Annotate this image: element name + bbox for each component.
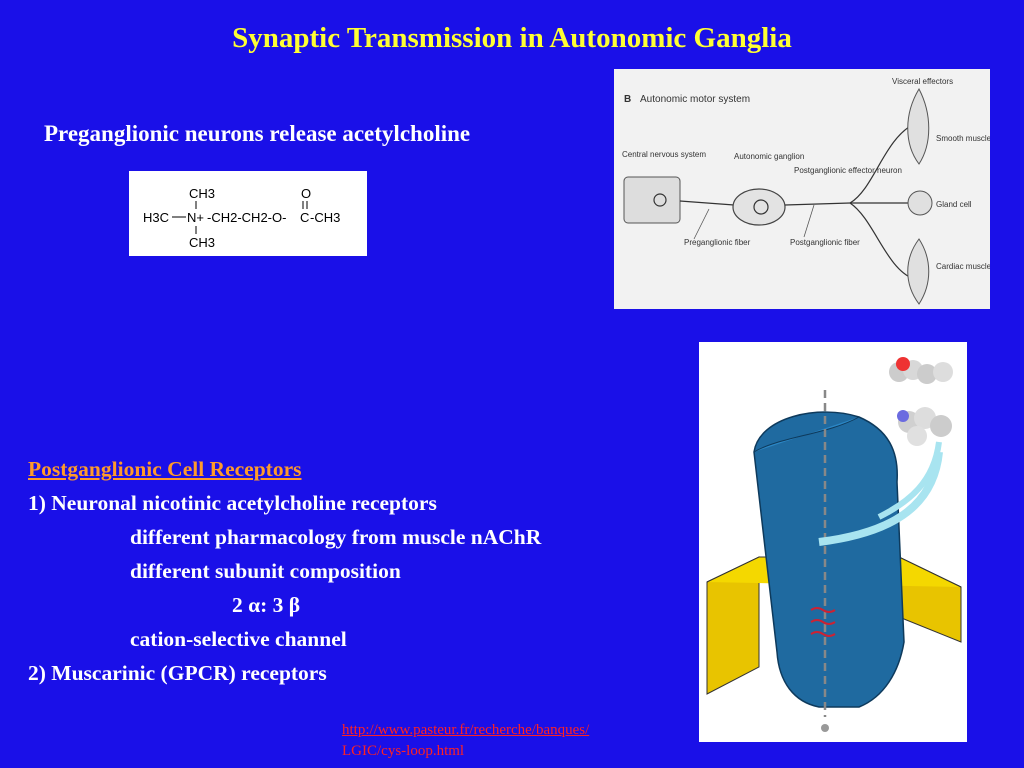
ganglion-neuron-icon [753,199,769,215]
diagram-postganglionic-neuron-label: Postganglionic effector neuron [794,166,902,175]
diagram-ganglion-label: Autonomic ganglion [734,152,804,161]
autonomic-motor-system-diagram: B Autonomic motor system Visceral effect… [614,69,992,309]
channel-body [753,411,905,708]
acetylcholine-molecule-icon [889,357,953,384]
diagram-section-letter: B [624,94,631,105]
receptor-item-1b: different subunit composition [130,559,401,583]
formula-oxygen: O [301,186,311,201]
ganglion-ellipse [732,188,786,226]
receptor-list: Postganglionic Cell Receptors 1) Neurona… [28,452,541,690]
slide-title: Synaptic Transmission in Autonomic Gangl… [232,22,792,54]
receptor-heading: Postganglionic Cell Receptors [28,457,302,481]
diagram-preganglionic-fiber-label: Preganglionic fiber [684,238,751,247]
diagram-cns-label: Central nervous system [622,150,706,159]
diagram-gland-cell-label: Gland cell [936,200,972,209]
formula-bottom-methyl: CH3 [189,235,215,250]
receptor-item-1c: 2 α: 3 β [232,593,301,617]
formula-carbonyl-carbon: C [300,210,309,225]
receptor-item-1: 1) Neuronal nicotinic acetylcholine rece… [28,491,437,515]
acetylcholine-formula: CH3 H3C N+ -CH2-CH2-O- O C -CH3 CH3 [129,171,367,256]
cns-box [623,176,681,224]
formula-end-methyl: -CH3 [310,210,340,225]
diagram-postganglionic-fiber-label: Postganglionic fiber [790,238,860,247]
diagram-cardiac-muscle-label: Cardiac muscle [936,262,990,271]
formula-left-methyl: H3C [143,210,169,225]
diagram-visceral-effectors: Visceral effectors [892,77,953,86]
smooth-muscle-shape [907,87,930,165]
binding-arrow [818,451,943,546]
receptor-item-1d: cation-selective channel [130,627,347,651]
gland-cell-shape [907,190,933,216]
nicotine-molecule-icon [897,407,952,446]
cardiac-muscle-shape [907,238,930,305]
receptor-item-2: 2) Muscarinic (GPCR) receptors [28,661,327,685]
source-link-line-1[interactable]: http://www.pasteur.fr/recherche/banques/ [342,722,590,738]
slide-subtitle: Preganglionic neurons release acetylchol… [44,121,471,146]
formula-nitrogen: N+ [187,210,204,225]
source-link-line-2[interactable]: LGIC/cys-loop.html [342,743,465,759]
diagram-section-title: Autonomic motor system [640,94,750,105]
source-link[interactable]: http://www.pasteur.fr/recherche/banques/… [342,720,589,762]
ion-icon [821,724,829,732]
formula-chain: -CH2-CH2-O- [207,210,286,225]
nicotinic-receptor-illustration [699,342,967,742]
receptor-item-1a: different pharmacology from muscle nAChR [130,525,542,549]
diagram-smooth-muscle-label: Smooth muscle [936,134,990,143]
cns-neuron-icon [653,193,667,207]
formula-top-methyl: CH3 [189,186,215,201]
